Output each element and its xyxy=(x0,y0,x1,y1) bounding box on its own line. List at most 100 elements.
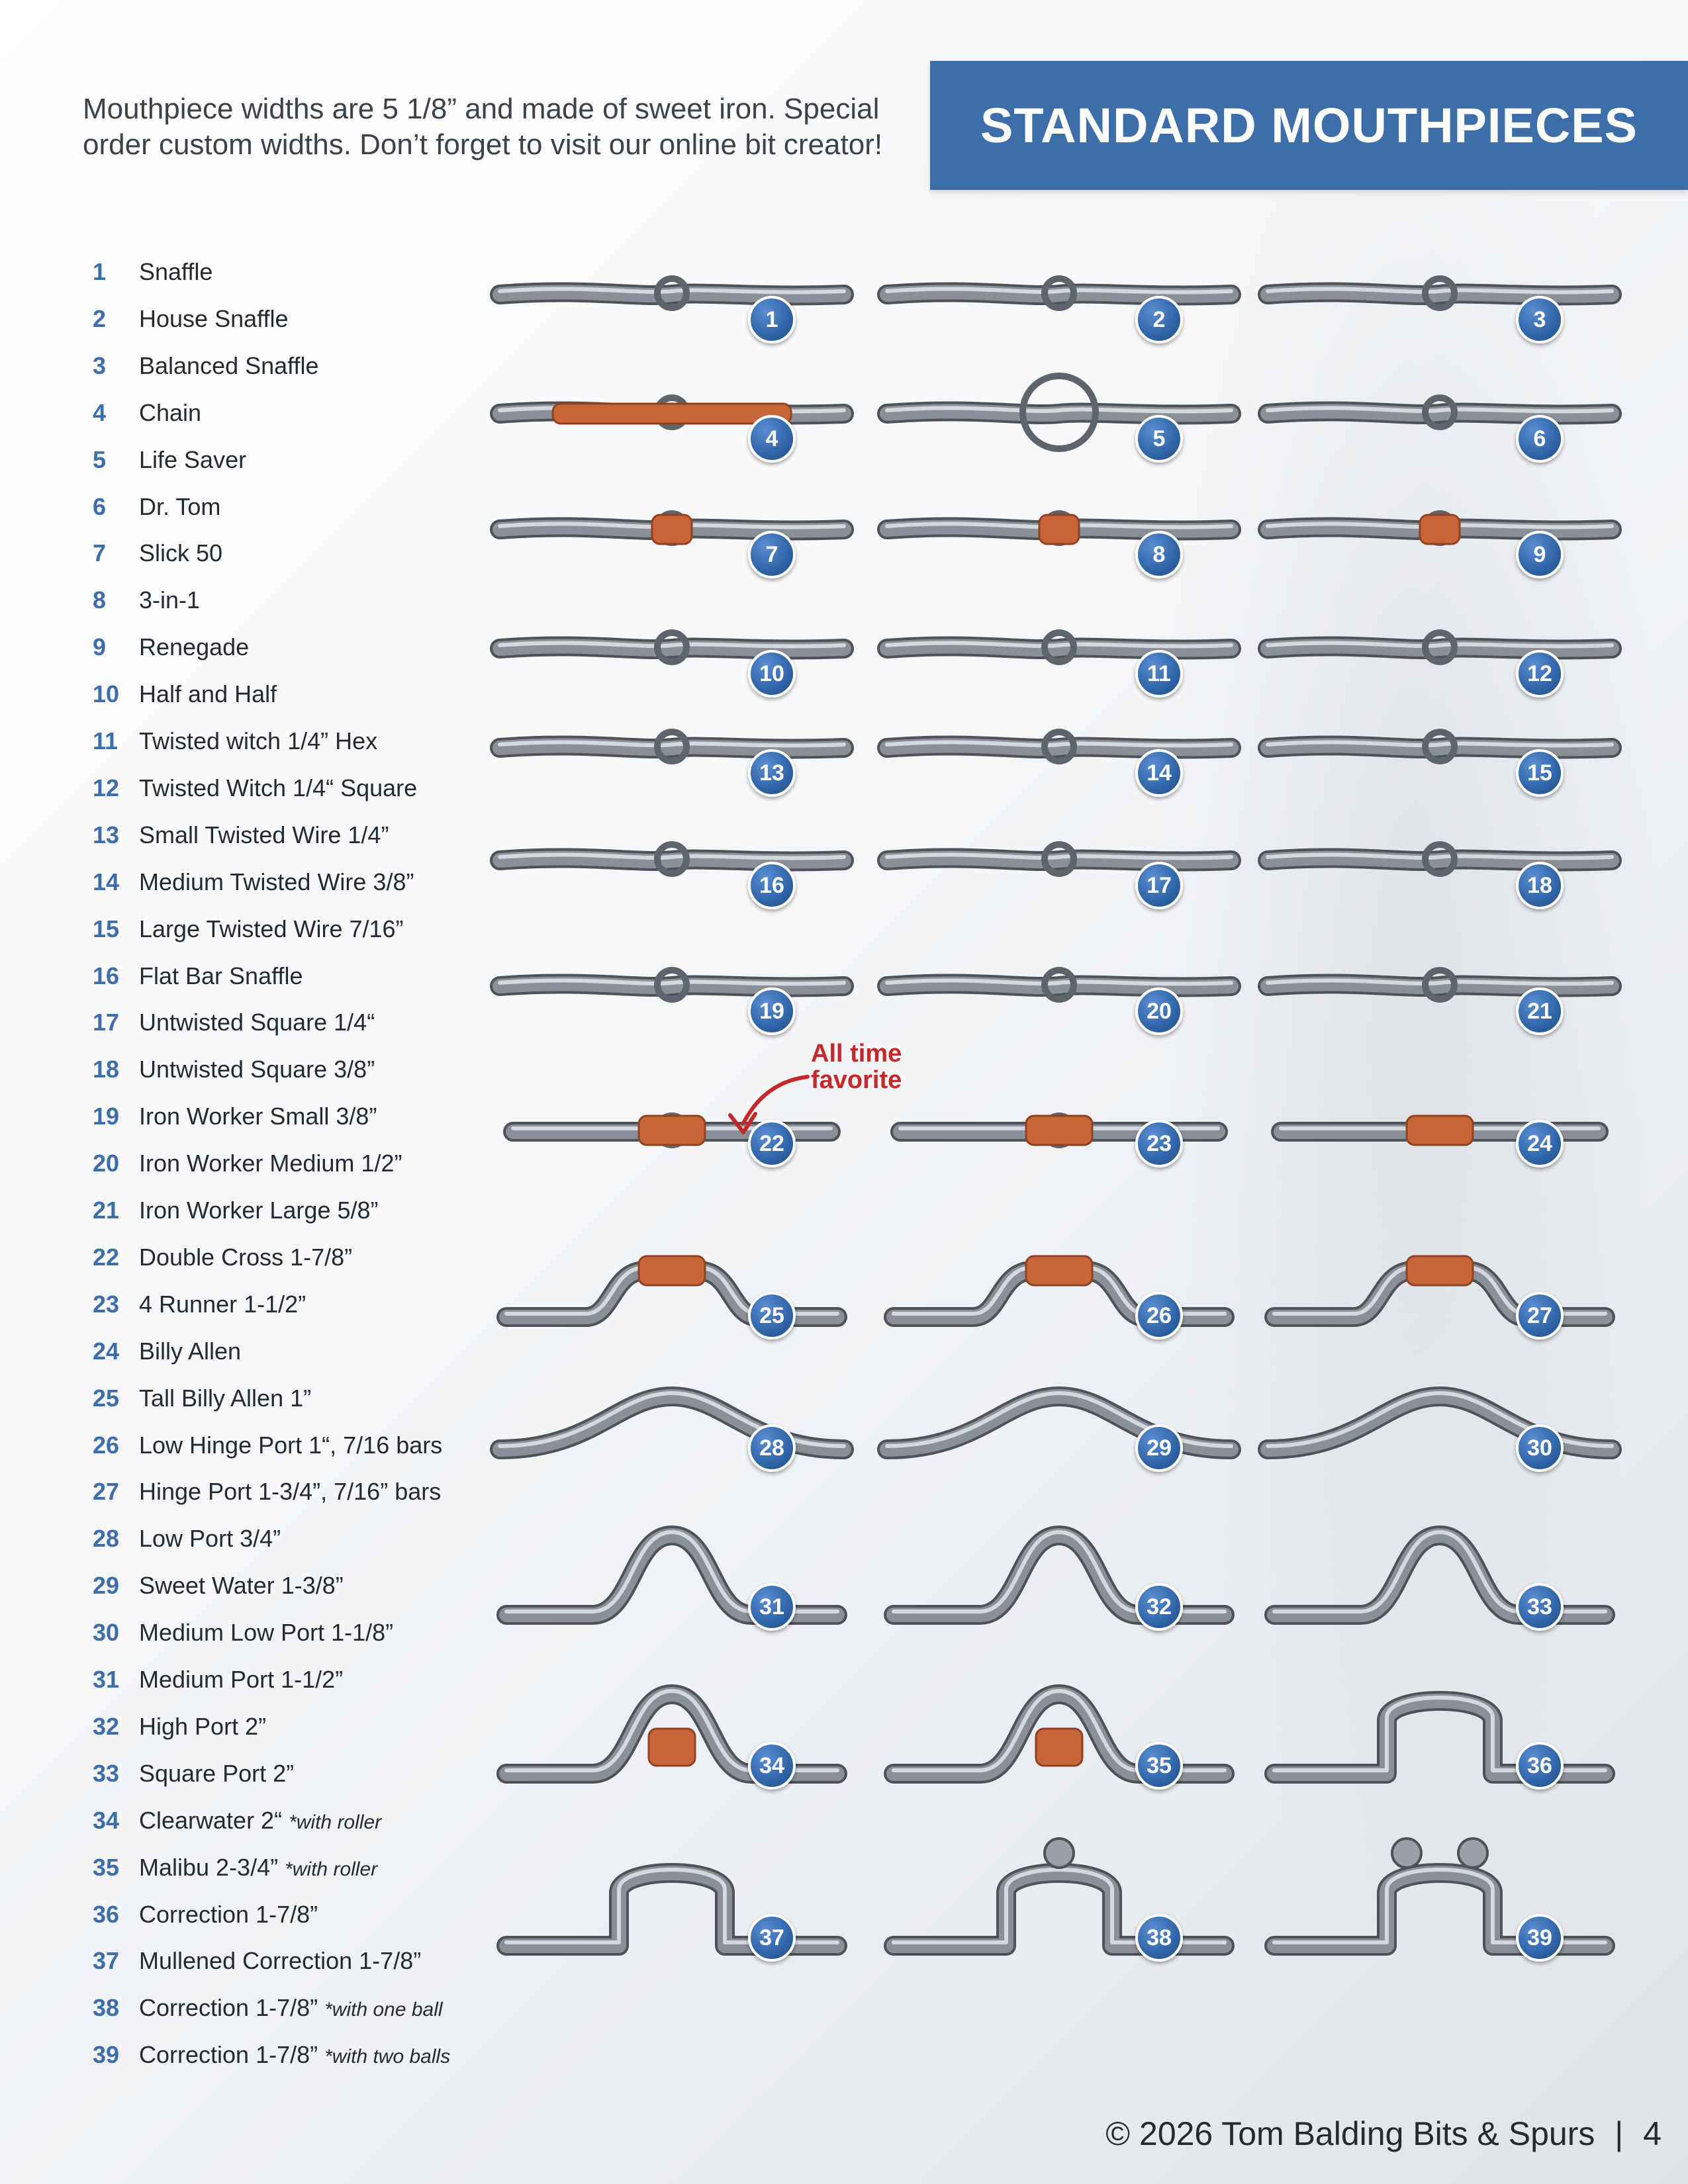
list-item: 6 Dr. Tom xyxy=(93,493,220,533)
mouthpiece-image: 23 xyxy=(874,1072,1244,1167)
list-item-number: 6 xyxy=(93,492,107,520)
list-item-number: 24 xyxy=(93,1337,120,1365)
number-badge-icon: 26 xyxy=(1135,1292,1183,1340)
list-item-name: Malibu 2-3/4” xyxy=(139,1853,279,1881)
list-item-name: Mullened Correction 1-7/8” xyxy=(139,1947,422,1975)
mouthpiece-image: 33 xyxy=(1254,1525,1625,1631)
number-badge-icon: 10 xyxy=(748,650,796,698)
joint-ring xyxy=(1422,629,1458,665)
number-badge-icon: 15 xyxy=(1516,749,1564,797)
mouthpiece-image: 25 xyxy=(487,1244,857,1340)
number-badge-icon: 34 xyxy=(748,1742,796,1790)
mouthpiece-graphic xyxy=(877,510,1241,546)
list-item-name: Twisted witch 1/4” Hex xyxy=(139,727,378,754)
list-item-name: Small Twisted Wire 1/4” xyxy=(139,821,389,848)
number-badge-icon: 39 xyxy=(1516,1914,1564,1962)
mouthpiece-image: 35 xyxy=(874,1684,1244,1790)
mouthpiece-image: 30 xyxy=(1254,1377,1625,1472)
list-item-name: Balanced Snaffle xyxy=(139,351,319,379)
number-badge-icon: 36 xyxy=(1516,1742,1564,1790)
joint-ring xyxy=(1422,394,1458,430)
list-item-name: High Port 2” xyxy=(139,1712,267,1740)
list-item-name: Double Cross 1-7/8” xyxy=(139,1243,353,1271)
mouthpiece-graphic xyxy=(1271,1115,1609,1146)
callout-line-1: All time xyxy=(811,1040,902,1068)
mouthpiece-bar xyxy=(880,738,1239,756)
list-item-name: Large Twisted Wire 7/16” xyxy=(139,915,404,942)
list-item-name: Correction 1-7/8” xyxy=(139,2041,318,2069)
mouthpiece-image: 1 xyxy=(487,248,857,343)
number-badge-icon: 30 xyxy=(1516,1424,1564,1472)
copper-roller xyxy=(551,402,792,425)
list-item-number: 9 xyxy=(93,633,107,661)
number-badge-icon: 22 xyxy=(748,1120,796,1167)
joint-ring xyxy=(1041,841,1077,877)
list-item-name: Twisted Witch 1/4“ Square xyxy=(139,774,418,801)
mouthpiece-bar xyxy=(492,850,851,869)
joint-ring xyxy=(654,841,690,877)
list-item-number: 36 xyxy=(93,1900,120,1928)
mouthpiece-image: 2 xyxy=(874,248,1244,343)
list-item-number: 11 xyxy=(93,727,118,754)
list-item: 29 Sweet Water 1-3/8” xyxy=(93,1572,344,1612)
list-item-name: 4 Runner 1-1/2” xyxy=(139,1290,306,1318)
copper-roller xyxy=(1035,1727,1084,1767)
mouthpiece-bar xyxy=(492,285,851,303)
mouthpiece-highlight xyxy=(1272,1868,1607,1944)
number-badge-icon: 12 xyxy=(1516,650,1564,698)
list-item-name: Flat Bar Snaffle xyxy=(139,962,303,989)
list-item-number: 12 xyxy=(93,774,120,801)
page-footer: © 2026 Tom Balding Bits & Spurs | 4 xyxy=(1105,2115,1662,2153)
mouthpiece-highlight xyxy=(1266,852,1614,860)
number-badge-icon: 32 xyxy=(1135,1583,1183,1631)
curved-arrow-icon xyxy=(728,1075,810,1134)
copper-roller xyxy=(1405,1115,1474,1146)
list-item-number: 5 xyxy=(93,445,107,473)
number-badge-icon: 23 xyxy=(1135,1120,1183,1167)
number-badge-icon: 21 xyxy=(1516,987,1564,1035)
list-item-name: Correction 1-7/8” xyxy=(139,1900,318,1928)
number-badge-icon: 19 xyxy=(748,987,796,1035)
list-item-name: Dr. Tom xyxy=(139,492,221,520)
mouthpiece-image: 12 xyxy=(1254,602,1625,698)
background-watermark xyxy=(1158,199,1662,1985)
mouthpiece-image: 7 xyxy=(487,483,857,578)
list-item-number: 31 xyxy=(93,1666,120,1693)
mouthpiece-bar xyxy=(492,639,851,657)
list-item-name: Low Hinge Port 1“, 7/16 bars xyxy=(139,1431,443,1459)
mouthpiece-graphic xyxy=(877,841,1241,877)
list-item-name: Medium Low Port 1-1/8” xyxy=(139,1619,394,1647)
page-number: 4 xyxy=(1643,2115,1662,2152)
list-item-number: 29 xyxy=(93,1572,120,1600)
title-banner: STANDARD MOUTHPIECES xyxy=(930,61,1688,190)
list-item-name: Sweet Water 1-3/8” xyxy=(139,1572,344,1600)
mouthpiece-image: 18 xyxy=(1254,814,1625,909)
mouthpiece-graphic xyxy=(490,729,854,764)
mouthpiece-graphic xyxy=(877,729,1241,764)
list-item-number: 25 xyxy=(93,1384,120,1412)
mouthpiece-graphic xyxy=(490,967,854,1003)
list-item-note: *with two balls xyxy=(324,2046,451,2068)
copper-roller xyxy=(1405,1255,1474,1287)
list-item-name: House Snaffle xyxy=(139,304,289,332)
mouthpiece-image: 19 xyxy=(487,940,857,1035)
number-badge-icon: 18 xyxy=(1516,862,1564,909)
port-ball xyxy=(1391,1837,1423,1869)
number-badge-icon: 7 xyxy=(748,531,796,578)
list-item-name: Life Saver xyxy=(139,445,247,473)
mouthpiece-bar xyxy=(880,639,1239,657)
mouthpiece-bar xyxy=(1260,850,1619,869)
number-badge-icon: 13 xyxy=(748,749,796,797)
number-badge-icon: 3 xyxy=(1516,296,1564,343)
mouthpiece-highlight xyxy=(885,406,1233,414)
joint-ring xyxy=(654,729,690,764)
